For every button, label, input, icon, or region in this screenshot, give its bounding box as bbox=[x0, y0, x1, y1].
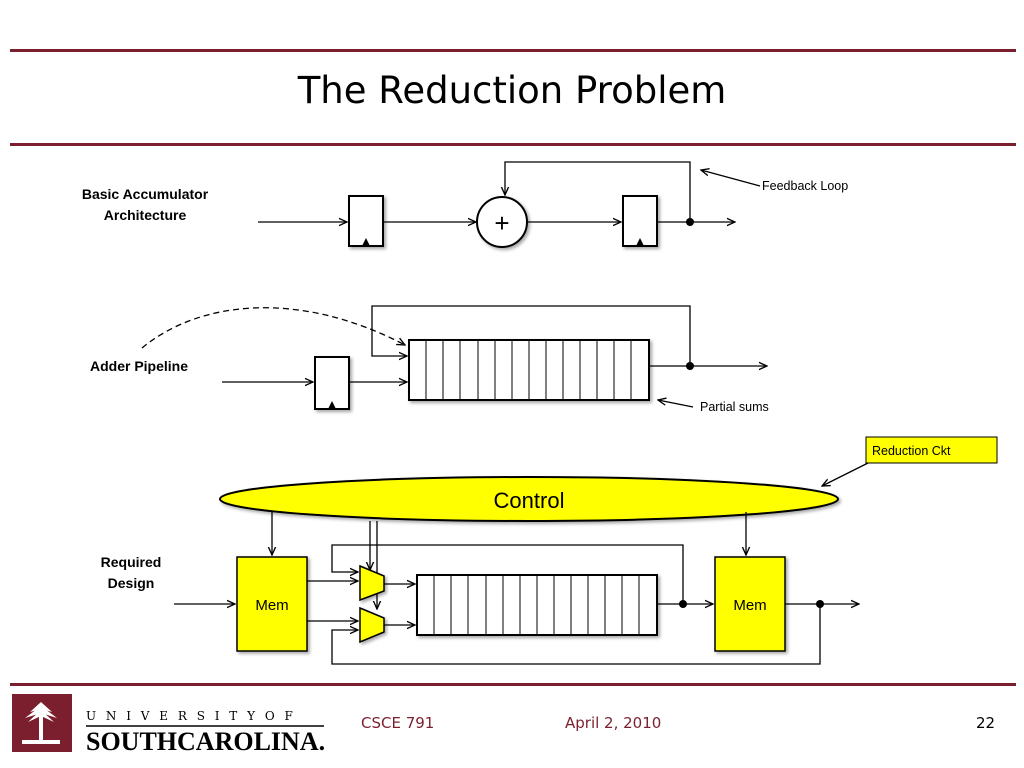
junction-dot bbox=[679, 600, 687, 608]
adder-symbol: + bbox=[494, 208, 509, 238]
pipeline-feedback-to-mux-line bbox=[331, 544, 684, 604]
footer-date: April 2, 2010 bbox=[565, 714, 662, 732]
pipeline-feedback-line bbox=[371, 305, 691, 366]
accumulator-label-line2: Architecture bbox=[104, 207, 187, 223]
mem-left bbox=[236, 556, 308, 652]
reduction-ckt-box bbox=[865, 436, 998, 464]
clock-triangle bbox=[636, 238, 644, 246]
control-ellipse bbox=[219, 476, 839, 522]
input-register bbox=[348, 195, 384, 247]
feedback-pointer-arrow bbox=[701, 170, 761, 187]
footer-rule bbox=[10, 683, 1016, 686]
pipeline-section: Adder Pipeline Partial sums bbox=[90, 305, 769, 414]
clock-triangle bbox=[362, 238, 370, 246]
university-logo: U N I V E R S I T Y O F SOUTHCAROLINA. bbox=[12, 694, 325, 756]
mux-top bbox=[359, 564, 385, 602]
required-label-line1: Required bbox=[101, 554, 162, 570]
pipeline-register bbox=[314, 356, 350, 410]
reduction-ckt-pointer-arrow bbox=[822, 462, 869, 486]
output-feedback-to-mux-line bbox=[331, 604, 821, 665]
page-number: 22 bbox=[976, 714, 996, 732]
accumulator-label-line1: Basic Accumulator bbox=[82, 186, 209, 202]
reduction-diagram: Basic Accumulator Architecture + Feedbac… bbox=[82, 161, 998, 665]
mem-right bbox=[714, 556, 786, 652]
footer-course: CSCE 791 bbox=[361, 714, 435, 732]
partial-sums-label: Partial sums bbox=[700, 400, 769, 414]
partial-sums-pointer-arrow bbox=[658, 400, 694, 408]
feedback-loop-line bbox=[505, 161, 691, 222]
accumulator-section: Basic Accumulator Architecture + Feedbac… bbox=[82, 161, 848, 248]
pipeline-label: Adder Pipeline bbox=[90, 358, 188, 374]
palmetto-tree-icon bbox=[22, 702, 60, 744]
mem-left-label: Mem bbox=[255, 597, 288, 614]
title-rule bbox=[10, 143, 1016, 146]
control-label: Control bbox=[494, 488, 565, 513]
clock-triangle bbox=[328, 401, 336, 409]
mux-bottom bbox=[359, 606, 385, 644]
output-register bbox=[622, 195, 658, 247]
required-design-section: Reduction Ckt Control Required Design Me… bbox=[101, 436, 998, 665]
required-label-line2: Design bbox=[108, 575, 155, 591]
reduction-ckt-label: Reduction Ckt bbox=[872, 444, 951, 458]
slide-title: The Reduction Problem bbox=[297, 69, 727, 112]
mem-right-label: Mem bbox=[733, 597, 766, 614]
top-rule bbox=[10, 49, 1016, 52]
reduction-pipeline-block bbox=[416, 574, 658, 636]
pipeline-pointer-arrow bbox=[141, 307, 405, 349]
feedback-label: Feedback Loop bbox=[762, 179, 848, 193]
logo-university-of: U N I V E R S I T Y O F bbox=[86, 709, 296, 723]
adder-pipeline-block bbox=[408, 339, 650, 401]
junction-dot bbox=[816, 600, 824, 608]
logo-south-carolina: SOUTHCAROLINA. bbox=[86, 727, 325, 756]
